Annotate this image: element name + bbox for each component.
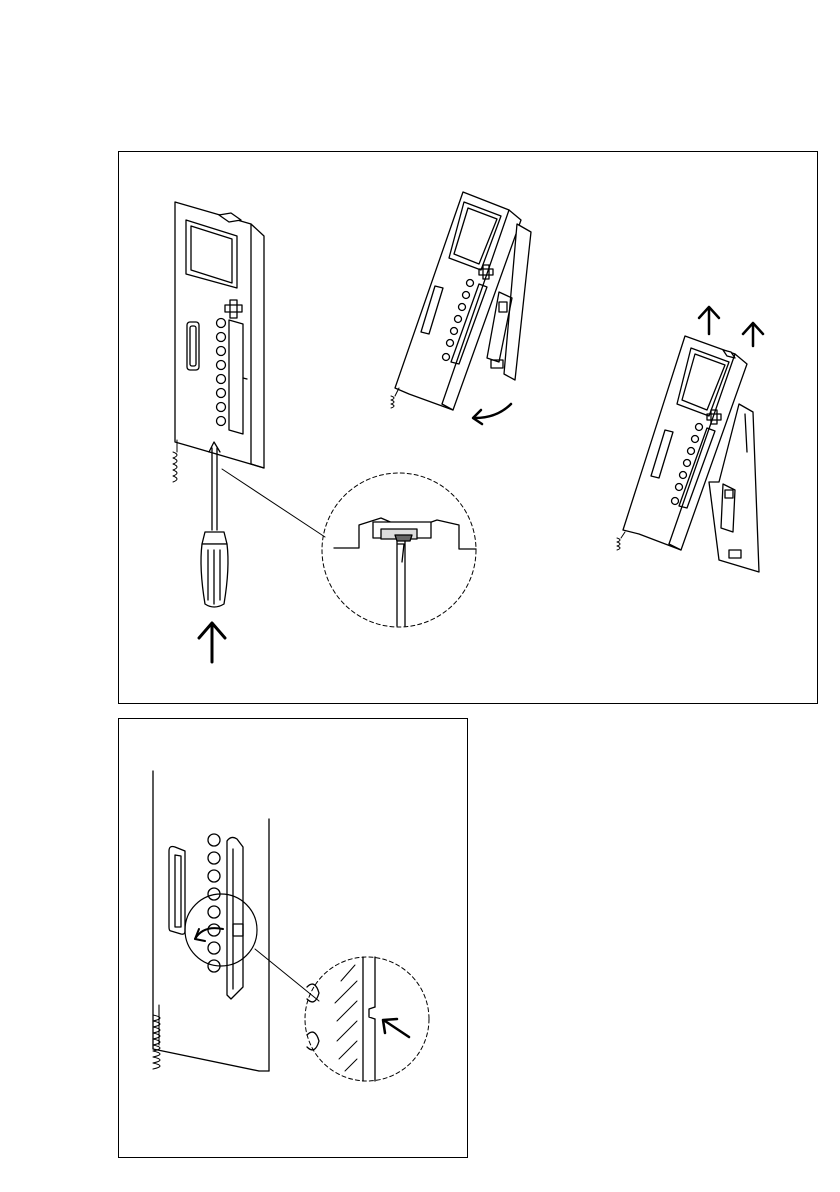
- arrow-up-icon: [699, 307, 763, 346]
- handset-lifted-view: [617, 336, 759, 572]
- arrow-up-icon: [199, 623, 225, 662]
- magnifier-detail-circle: [322, 473, 476, 627]
- figure-bottom-drawing: [119, 719, 469, 1159]
- curved-arrow-icon: [473, 404, 511, 424]
- coiled-cable: [173, 440, 177, 482]
- magnifier-detail-circle: [305, 957, 429, 1081]
- installation-figure-bottom: [118, 718, 468, 1158]
- handset-front-view: [173, 202, 264, 482]
- arrow-pointer-icon: [383, 1019, 409, 1037]
- screwdriver: [201, 442, 228, 607]
- handset-tilted-view: [391, 192, 531, 410]
- handset-closeup: [153, 771, 269, 1071]
- installation-figure-top: [118, 151, 818, 704]
- figure-top-drawing: [119, 152, 819, 705]
- detail-highlight-circle: [185, 894, 257, 966]
- coiled-cable: [153, 1005, 160, 1069]
